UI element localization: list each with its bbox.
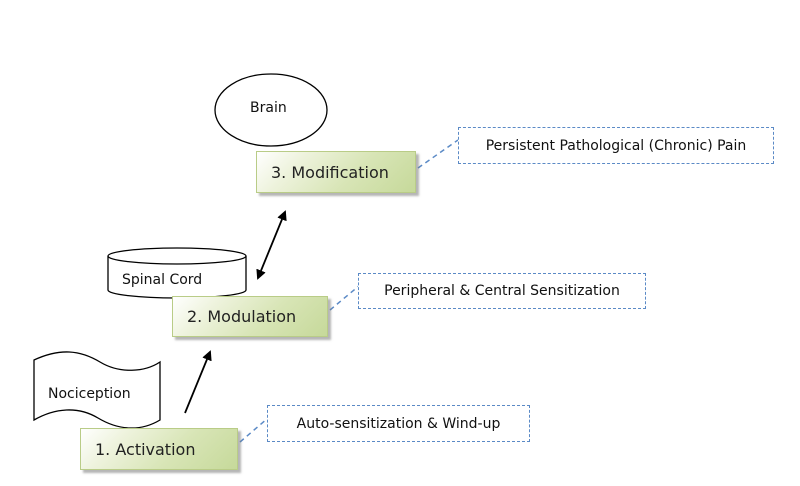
stage-activation-label: 1. Activation [95, 439, 196, 459]
stage-modification: 3. Modification [256, 151, 416, 193]
note-modulation-text: Peripheral & Central Sensitization [384, 283, 620, 299]
note-activation: Auto-sensitization & Wind-up [267, 405, 530, 442]
arrow-activation-to-modulation [184, 350, 212, 414]
note-activation-text: Auto-sensitization & Wind-up [296, 415, 501, 432]
connector-modulation-note [329, 284, 361, 311]
spinal-cord-label: Spinal Cord [122, 272, 203, 288]
connector-activation-note [239, 417, 269, 443]
brain-label: Brain [250, 100, 287, 116]
stage-modification-label: 3. Modification [271, 162, 389, 182]
stage-modulation-label: 2. Modulation [187, 307, 297, 326]
note-modification-text: Persistent Pathological (Chronic) Pain [485, 137, 747, 154]
nociception-wave-shape [33, 351, 161, 429]
note-modulation: Peripheral & Central Sensitization [358, 273, 646, 309]
connector-modification-note [417, 139, 459, 169]
stage-activation: 1. Activation [80, 428, 238, 470]
nociception-label: Nociception [48, 386, 131, 402]
note-modification: Persistent Pathological (Chronic) Pain [458, 127, 774, 164]
arrow-modulation-modification-bidirectional [256, 210, 287, 280]
brain-ellipse-shape [214, 73, 328, 147]
stage-modulation: 2. Modulation [172, 296, 328, 337]
